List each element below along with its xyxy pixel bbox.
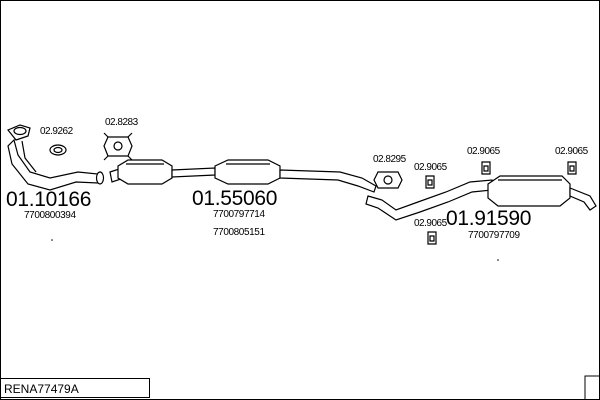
leader-dot [497, 259, 499, 261]
group-ref-rear: 7700797709 [468, 230, 520, 241]
title-box: RENA77479A [0, 378, 150, 398]
part-hanger-label-2: 02.9065 [467, 146, 500, 157]
frame-corner-tab [584, 375, 599, 399]
part-hanger-label-1: 02.9065 [414, 162, 447, 173]
part-flange-kit-label: 02.8283 [105, 117, 138, 128]
rear-silencer-drawing [365, 175, 597, 221]
group-number-front: 01.10166 [6, 188, 92, 211]
group-ref-middle-1: 7700797714 [213, 209, 265, 220]
front-pipe-drawing [7, 124, 105, 191]
gasket-part-drawing [49, 144, 67, 156]
part-clamp-label: 02.8295 [373, 154, 406, 165]
clamp-part-drawing [373, 171, 403, 189]
flange-kit-drawing [103, 132, 133, 161]
group-number-rear: 01.91590 [446, 207, 532, 230]
middle-silencer-drawing [109, 159, 377, 193]
leader-dot [51, 239, 53, 241]
group-number-middle: 01.55060 [192, 187, 278, 210]
group-ref-front: 7700800394 [24, 210, 76, 221]
part-hanger-label-3: 02.9065 [555, 146, 588, 157]
part-hanger-label-4: 02.9065 [414, 218, 447, 229]
part-gasket-label: 02.9262 [40, 126, 73, 137]
hanger-part-drawings [425, 161, 577, 245]
diagram-title: RENA77479A [4, 382, 79, 396]
group-ref-middle-2: 7700805151 [213, 227, 265, 238]
